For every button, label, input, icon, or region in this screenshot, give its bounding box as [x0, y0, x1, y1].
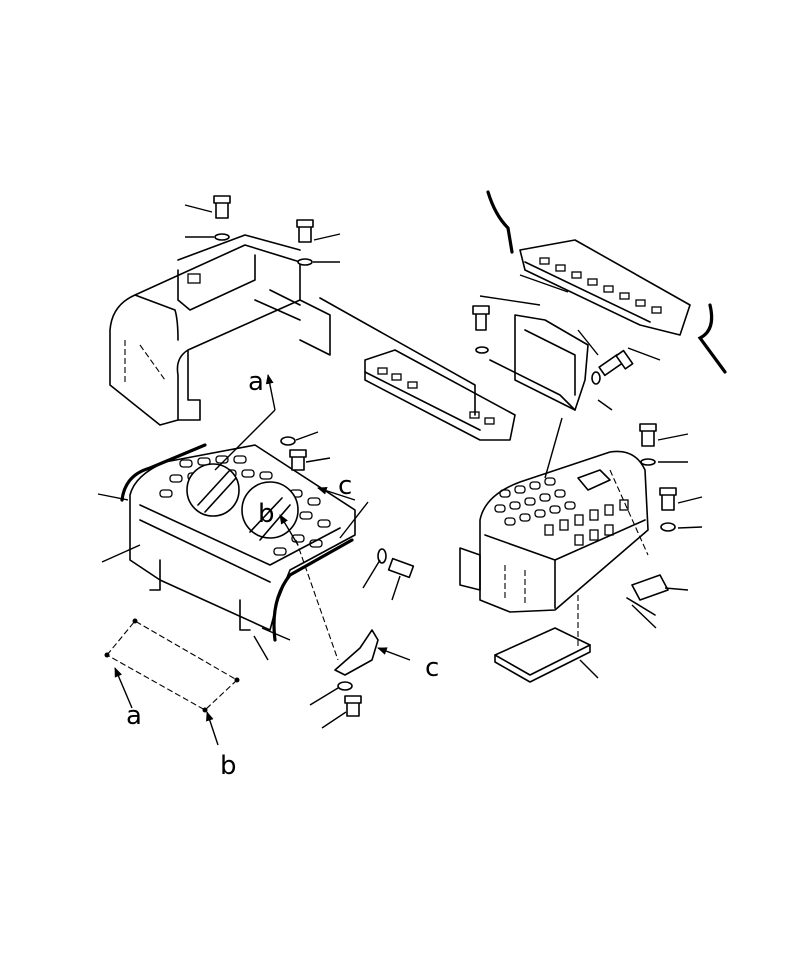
bolt-icon: [289, 449, 307, 471]
washer-icon: [591, 371, 601, 385]
bolt-icon: [598, 349, 634, 377]
label-a-top: a: [248, 367, 264, 397]
bolt-icon: [659, 487, 677, 511]
right-front-cover: [459, 450, 669, 683]
left-front-cover: [120, 443, 356, 642]
small-bracket: [472, 305, 634, 411]
center-bolts: [280, 436, 415, 717]
washer-icon: [214, 233, 230, 241]
washer-icon: [640, 458, 656, 466]
washer-icon: [297, 258, 313, 266]
label-b-bottom: b: [220, 751, 237, 781]
washer-icon: [337, 681, 353, 691]
bolt-icon: [472, 305, 490, 331]
washer-icon: [377, 548, 387, 564]
bolt-icon: [344, 695, 362, 717]
callout-arrows: [114, 374, 411, 746]
detail-circle-a: [186, 463, 240, 517]
label-c-upper: c: [338, 471, 352, 501]
bolt-icon: [213, 195, 231, 219]
label-b-callout: b: [258, 499, 275, 529]
top-bolts: [213, 195, 314, 266]
right-bottom-plate: [494, 627, 591, 676]
left-upper-frame: [109, 234, 331, 426]
right-bolts: [639, 423, 677, 532]
middle-bracket: [319, 297, 516, 441]
washer-icon: [660, 522, 676, 532]
bolt-icon: [296, 219, 314, 243]
bolt-icon: [639, 423, 657, 447]
rubber-block: [631, 574, 669, 601]
label-c-lower: c: [425, 653, 439, 683]
washer-icon: [280, 436, 296, 446]
clip-bracket: [334, 629, 379, 676]
bolt-icon: [387, 557, 415, 579]
leader-lines: [97, 204, 703, 729]
bottom-plate: [104, 618, 240, 713]
label-a-bottom: a: [126, 701, 142, 731]
washer-icon: [475, 346, 489, 354]
right-upper-plate: [486, 190, 727, 374]
